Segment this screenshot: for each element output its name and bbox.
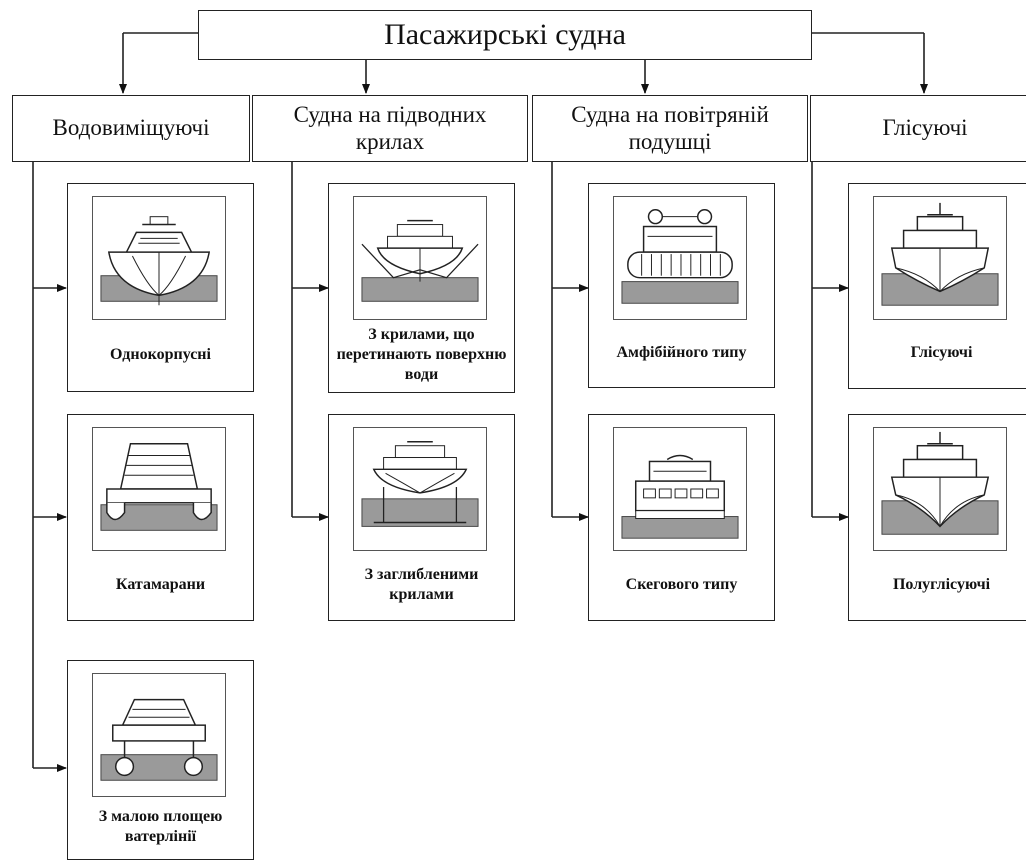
card-label: Амфібійного типу xyxy=(616,343,747,361)
card-semi-planing: Полуглісуючі xyxy=(848,414,1026,621)
monohull-ship-icon xyxy=(92,196,226,320)
card-label: Скегового типу xyxy=(625,575,738,593)
amphibious-hovercraft-icon xyxy=(613,196,747,320)
card-planing: Глісуючі xyxy=(848,183,1026,389)
card-submerged-hydrofoil: З заглибленими крилами xyxy=(328,414,515,621)
card-label: Однокорпусні xyxy=(110,345,211,363)
planing-boat-icon xyxy=(873,196,1007,320)
category-hovercraft: Судна на повітряній подушці xyxy=(532,95,808,162)
card-monohull: Однокорпусні xyxy=(67,183,254,392)
card-amphibious-hovercraft: Амфібійного типу xyxy=(588,183,775,388)
card-label: Глісуючі xyxy=(910,344,973,361)
card-catamaran: Катамарани xyxy=(67,414,254,621)
card-swath: З малою площею ватерлінії xyxy=(67,660,254,860)
category-planing: Глісуючі xyxy=(810,95,1026,162)
semi-planing-boat-icon xyxy=(873,427,1007,551)
surface-piercing-hydrofoil-icon xyxy=(353,196,487,320)
catamaran-icon xyxy=(92,427,226,551)
sidewall-hovercraft-icon xyxy=(613,427,747,551)
category-hydrofoil: Судна на підводних крилах xyxy=(252,95,528,162)
card-label: Катамарани xyxy=(115,575,206,593)
card-sidewall-hovercraft: Скегового типу xyxy=(588,414,775,621)
card-label: З малою площею ватерлінії xyxy=(98,808,223,845)
card-label: З крилами, що перетинають поверхню води xyxy=(336,326,507,383)
card-label: Полуглісуючі xyxy=(892,575,991,593)
submerged-hydrofoil-icon xyxy=(353,427,487,551)
category-displacement: Водовиміщуючі xyxy=(12,95,250,162)
card-surface-piercing-hydrofoil: З крилами, що перетинають поверхню води xyxy=(328,183,515,393)
diagram-title: Пасажирські судна xyxy=(198,10,812,60)
card-label: З заглибленими крилами xyxy=(364,565,479,603)
swath-ship-icon xyxy=(92,673,226,797)
